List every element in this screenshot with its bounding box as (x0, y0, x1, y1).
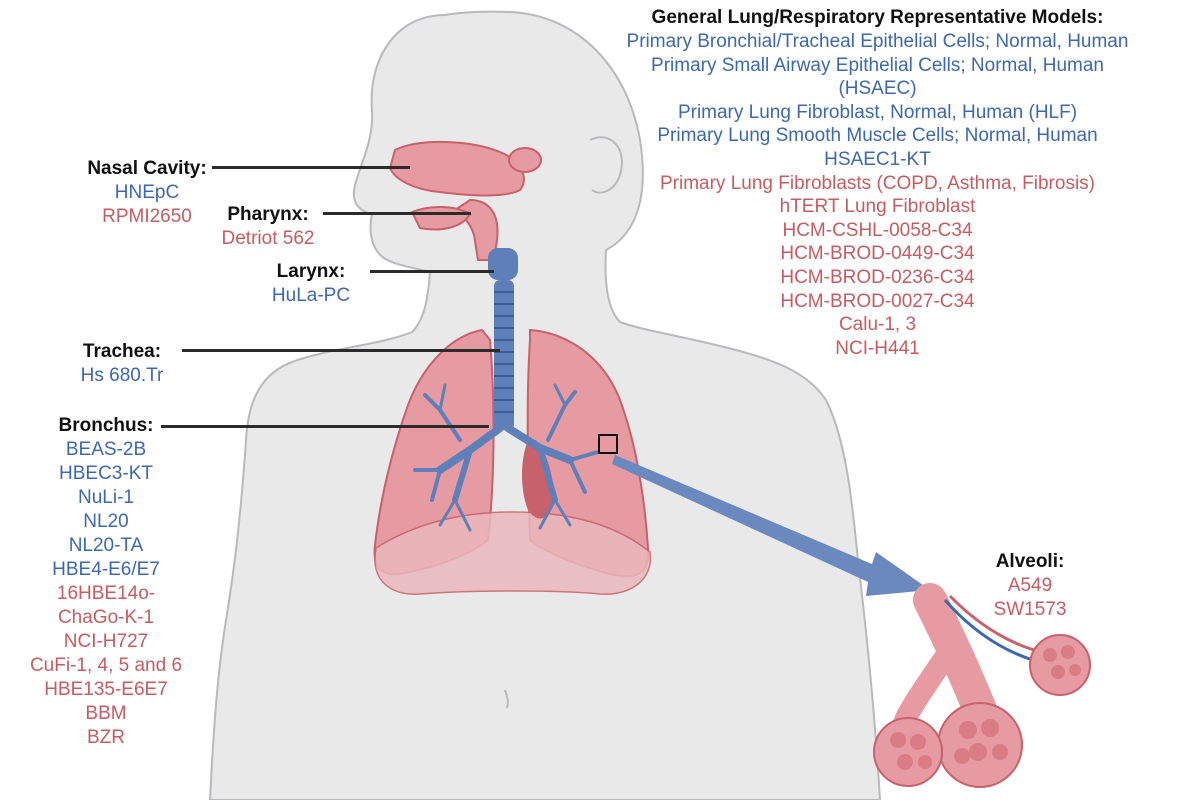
cell-line-label: Primary Lung Fibroblast, Normal, Human (… (575, 101, 1180, 125)
cell-line-label: HCM-BROD-0027-C34 (575, 290, 1180, 314)
cell-line-label: hTERT Lung Fibroblast (575, 195, 1180, 219)
trachea-leader-line (182, 349, 500, 352)
pharynx-leader-line (323, 212, 471, 215)
cell-line-label: NL20 (8, 510, 204, 534)
pharynx-label-group: Pharynx: Detriot 562 (198, 203, 338, 251)
cell-line-label: SW1573 (960, 598, 1100, 622)
nasal-title: Nasal Cavity: (42, 157, 252, 181)
cell-line-label: HSAEC1-KT (575, 148, 1180, 172)
cell-line-label: NL20-TA (8, 534, 204, 558)
trachea-list: Hs 680.Tr (62, 364, 182, 388)
cell-line-label: HBE135-E6E7 (8, 678, 204, 702)
cell-line-label: CuFi-1, 4, 5 and 6 (8, 654, 204, 678)
larynx-shape (488, 248, 518, 280)
cell-line-label: NuLi-1 (8, 486, 204, 510)
cell-line-label: Primary Lung Fibroblasts (COPD, Asthma, … (575, 172, 1180, 196)
cell-line-label: (HSAEC) (575, 77, 1180, 101)
bronchus-title: Bronchus: (8, 414, 204, 438)
general-models-title: General Lung/Respiratory Representative … (575, 6, 1180, 30)
sinus-shape (509, 148, 541, 172)
cell-line-label: HCM-BROD-0236-C34 (575, 266, 1180, 290)
cell-line-label: BBM (8, 702, 204, 726)
trachea-shape (494, 280, 514, 430)
cell-line-label: Calu-1, 3 (575, 313, 1180, 337)
cell-line-label: HCM-CSHL-0058-C34 (575, 219, 1180, 243)
cell-line-label: Primary Lung Smooth Muscle Cells; Normal… (575, 124, 1180, 148)
larynx-list: HuLa-PC (248, 284, 374, 308)
trachea-label-group: Trachea: Hs 680.Tr (62, 340, 182, 388)
cell-line-label: BZR (8, 726, 204, 750)
general-models-label-group: General Lung/Respiratory Representative … (575, 6, 1180, 360)
cell-line-label: NCI-H727 (8, 630, 204, 654)
alveoli-illustration (874, 596, 1090, 787)
larynx-leader-line (370, 270, 494, 273)
cell-line-label: Primary Bronchial/Tracheal Epithelial Ce… (575, 30, 1180, 54)
cell-line-label: Hs 680.Tr (62, 364, 182, 388)
pharynx-list: Detriot 562 (198, 227, 338, 251)
cell-line-label: BEAS-2B (8, 438, 204, 462)
cell-line-label: HBE4-E6/E7 (8, 558, 204, 582)
alveoli-title: Alveoli: (960, 550, 1100, 574)
pharynx-title: Pharynx: (198, 203, 338, 227)
cell-line-label: 16HBE14o- (8, 582, 204, 606)
cell-line-label: NCI-H441 (575, 337, 1180, 361)
cell-line-label: A549 (960, 574, 1100, 598)
cell-line-label: HCM-BROD-0449-C34 (575, 242, 1180, 266)
cell-line-label: HuLa-PC (248, 284, 374, 308)
cell-line-label: HBEC3-KT (8, 462, 204, 486)
bronchus-leader-line (161, 425, 489, 428)
cell-line-label: Primary Small Airway Epithelial Cells; N… (575, 54, 1180, 78)
cell-line-label: ChaGo-K-1 (8, 606, 204, 630)
cell-line-label: Detriot 562 (198, 227, 338, 251)
larynx-label-group: Larynx: HuLa-PC (248, 260, 374, 308)
larynx-title: Larynx: (248, 260, 374, 284)
general-models-list: Primary Bronchial/Tracheal Epithelial Ce… (575, 30, 1180, 360)
cell-line-label: HNEpC (42, 181, 252, 205)
trachea-title: Trachea: (62, 340, 182, 364)
